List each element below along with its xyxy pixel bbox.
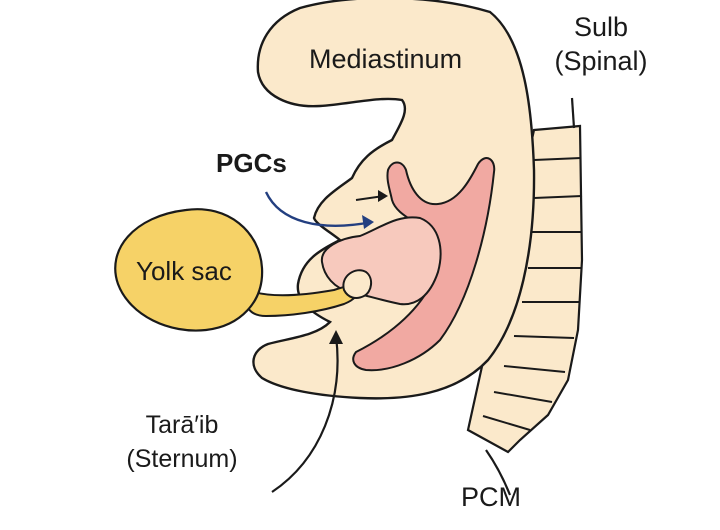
sternum-arrow xyxy=(271,335,339,493)
yolk-sac xyxy=(114,208,264,332)
sulb-label-line2: (Spinal) xyxy=(554,46,648,76)
pgcs-label: PGCs xyxy=(216,148,287,178)
spinal-tail xyxy=(485,449,512,496)
taraib-label-line1: Tarā′ib xyxy=(145,411,219,439)
pgcs-arrowhead xyxy=(362,215,374,229)
pgcs-arrow xyxy=(264,191,373,227)
spine-segment-lines xyxy=(482,157,583,431)
sulb-label-line1: Sulb xyxy=(573,12,629,42)
mediastinum-label: Mediastinum xyxy=(309,44,463,74)
yolk-sac-label: Yolk sac xyxy=(136,256,232,286)
spinal-stem xyxy=(570,97,576,129)
sternum-arrowhead xyxy=(329,330,343,344)
pcm-label: PCM xyxy=(461,482,521,512)
taraib-label-line2: (Sternum) xyxy=(126,445,238,473)
taraib-label: Tarā′ib (Sternum) xyxy=(112,408,252,476)
gut-bulb xyxy=(342,269,372,299)
ridge-arrowhead xyxy=(378,190,388,202)
sulb-label: Sulb (Spinal) xyxy=(536,10,666,78)
